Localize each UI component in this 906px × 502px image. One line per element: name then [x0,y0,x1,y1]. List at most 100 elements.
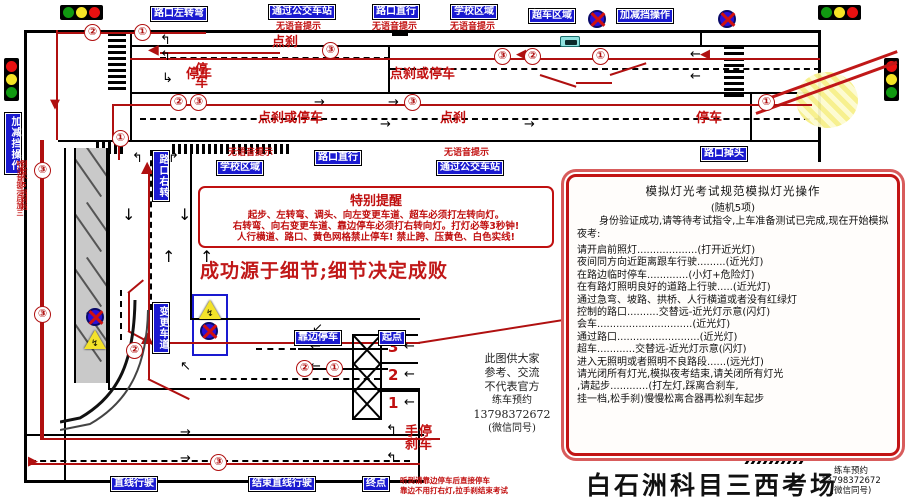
sign-roadside-parking[interactable]: 靠边停车 [294,330,342,346]
step-marker-3-g: ③ [210,454,227,471]
sign-school-zone[interactable]: 学校区域 [450,4,498,20]
step-marker-3-b: ③ [404,94,421,111]
note-school-zone: 无语音提示 [450,22,496,32]
sign-end-straight-drive[interactable]: 结束直线行驶 [248,476,316,492]
step-marker-3-c: ③ [190,94,207,111]
note-brake-or-stop-1: 点刹或停车 [390,67,456,82]
sign-gear-shift-left[interactable]: 加减挡操作 [4,112,22,175]
arrow-start-3: ← [404,339,415,354]
note-parking-2: 手刹 [402,424,417,450]
divider-v-bottom [418,388,420,482]
page-title: 白石洲科目三西考场 [586,471,839,500]
no-parking-icon-left [86,308,104,326]
arrow-down-2: ↓ [178,205,192,224]
sign-overtake-zone[interactable]: 超车区域 [528,8,576,24]
sign-pass-bus-stop[interactable]: 通过公交车站 [268,4,336,20]
sign-junction-right-turn[interactable]: 路口右转 [152,150,170,202]
lane-line-a [130,45,820,47]
start-cross-hatch [352,334,382,420]
sign-change-lane[interactable]: 变更车道 [152,302,170,354]
night-panel-item-12: ,请起步............(打左灯,踩离合刹车, [577,381,739,393]
note-brake-or-stop-2: 点刹或停车 [258,111,324,126]
step-marker-2-a: ② [84,24,101,41]
crosswalk-left-bottom [96,140,136,154]
lane-line-mid-1 [190,318,420,320]
lamp-yellow [6,74,17,85]
lamp-green [63,7,74,18]
route-row-1b [160,52,280,54]
arrow-right-bottom-2: → [180,451,191,466]
arrow-up-3: ↑ [162,247,176,266]
route-left-col [118,140,120,160]
night-panel-item-8: 通过路口..........................(近光灯) [577,331,738,343]
route-far-left-col [40,140,42,440]
sign-junction-straight-2[interactable]: 路口直行 [314,150,362,166]
lamp-green [886,87,897,98]
start-line-mid-1 [382,362,418,364]
step-marker-2-d: ② [126,342,143,359]
sign-junction-left-turn[interactable]: 路口左转弯 [150,6,208,22]
traffic-light-left [4,58,19,101]
start-line-mid-2 [382,390,418,392]
crosswalk-mid-top [392,33,408,41]
route-left-down [56,30,58,140]
arrow-turn-bottom-1: ↰ [386,423,397,438]
step-marker-2-b: ② [170,94,187,111]
memo-line-1: 此图供大家 [484,352,540,365]
sign-u-turn[interactable]: 路口掉头 [700,146,748,162]
lamp-yellow [886,74,897,85]
memo-phone: 13798372672 [473,408,551,421]
arrow-left-4: ← [690,47,701,62]
sign-gear-shift-top[interactable]: 加减挡操作 [616,8,674,24]
sign-straight-drive[interactable]: 直线行驶 [110,476,158,492]
arrow-turn-bottom-2: ↰ [386,451,397,466]
route-arrow-down: ▼ [50,97,60,112]
dash-lane-mid-2 [256,348,296,350]
dash-lane-v-1 [150,150,152,310]
special-tip-box: 特别提醒 起步、左转弯、调头、向左变更车道、超车必须打左转向灯。 右转弯、向右变… [198,186,554,248]
note-end-hint-2: 靠边不用打右灯,拉手刹结束考试 [400,486,508,495]
route-row-1 [130,58,820,60]
sign-junction-straight[interactable]: 路口直行 [372,4,420,20]
step-marker-1-e: ① [326,360,343,377]
dash-lane-2 [390,68,820,70]
note-gear-hint: 听语音提示后加三 [16,160,24,216]
night-panel-intro: 身份验证成功,请等待考试指令,上车准备测试已完成,现在开始模拟夜考: [577,216,889,240]
memo-label: 练车预约 [492,395,532,406]
arrow-right-1: → [314,95,325,110]
start-lane-3: 3 [388,338,399,356]
warning-triangle-left: ↯ [84,330,106,349]
no-parking-icon-mid [200,322,218,340]
step-marker-1-d: ① [758,94,775,111]
traffic-light-top-right [818,5,861,20]
vehicle-trace-curve [60,300,149,431]
sign-end-point[interactable]: 终点 [362,476,390,492]
arrow-right-turn-1: ↳ [162,71,173,86]
divider-v-2 [388,45,390,92]
arrow-up-left-2: ↖ [180,359,191,374]
tip-title: 特别提醒 [349,194,402,209]
start-lane-1: 1 [388,394,399,412]
step-marker-3-a: ③ [322,42,339,59]
contact-label: 练车预约 [833,466,868,476]
arrow-left-6: ← [310,339,321,354]
lamp-green [821,7,832,18]
lamp-green [6,87,17,98]
lamp-red [847,7,858,18]
sign-start-point[interactable]: 起点 [378,330,406,346]
divider-v-1 [130,30,132,140]
sign-pass-bus-stop-2[interactable]: 通过公交车站 [436,160,504,176]
sign-school-zone-2[interactable]: 学校区域 [216,160,264,176]
note-pass-bus-stop: 无语音提示 [276,22,322,32]
arrow-right-bottom-1: → [180,425,191,440]
step-marker-3-e: ③ [34,162,51,179]
night-panel-item-11: 请光闭所有灯光,模拟夜考结束,请关闭所有灯光 [577,369,784,381]
step-marker-1-b: ① [112,130,129,147]
arrow-right-4: → [524,117,535,132]
night-panel-item-7: 会车..............................(近光灯) [577,319,731,331]
route-row2-drop [112,104,114,140]
contact-block: 练车预约 13798372672 (微信同号) [808,466,894,496]
route-arrow-left-1: ◀ [148,42,159,58]
lamp-red [6,61,17,72]
road-edge-top [24,30,820,33]
